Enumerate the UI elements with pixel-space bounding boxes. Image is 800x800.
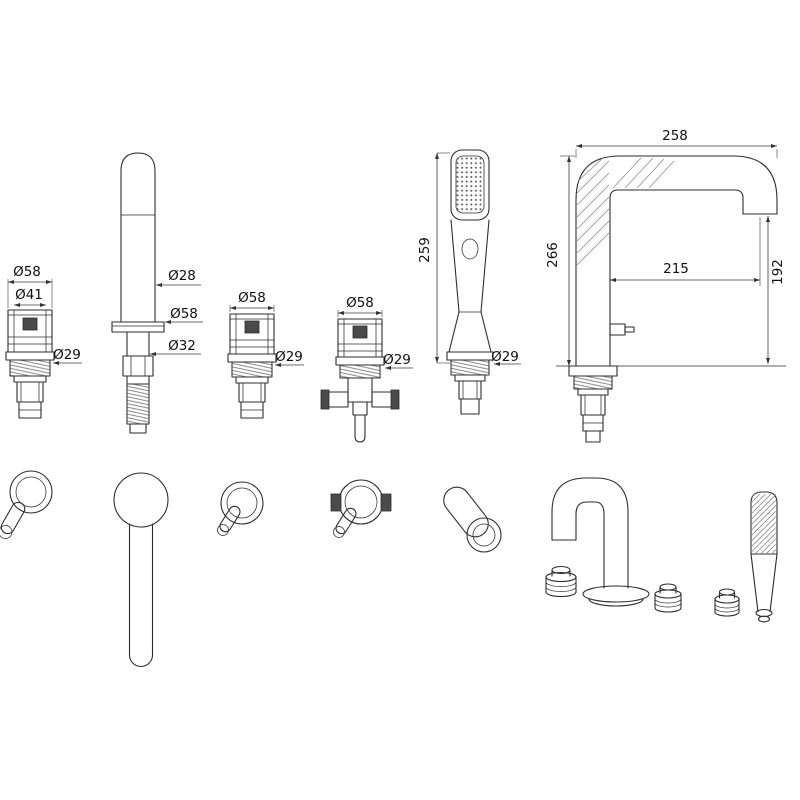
valve-threads — [9, 359, 51, 377]
dim-hand-shower-height: 259 — [417, 237, 433, 263]
diverter-tab-right — [380, 493, 392, 512]
valve-flange — [227, 353, 277, 363]
handle-lever — [0, 501, 26, 535]
valve-cap — [220, 481, 264, 525]
spout-column-elevation: Ø28 Ø58 Ø32 — [111, 152, 203, 434]
valve-top-view — [217, 481, 264, 536]
base-flange-ellipse — [582, 585, 650, 603]
cartridge-stem — [22, 317, 38, 331]
spout-top-view — [113, 472, 169, 667]
valve-threads — [339, 364, 381, 379]
dim-valve-left-shank: Ø29 — [53, 347, 81, 363]
lever-knob — [0, 525, 13, 539]
spout-side-view — [551, 477, 650, 607]
valve-cartridge-side-small-3 — [714, 588, 740, 617]
dim-main-spout-outlet-height: 192 — [770, 259, 786, 285]
diverter-plunger — [354, 414, 366, 443]
hand-shower-holder-top-view — [443, 486, 502, 553]
spout-lever-hub — [609, 323, 626, 336]
valve-body — [7, 309, 53, 353]
valve-body — [229, 313, 275, 355]
diverter-body — [347, 377, 373, 403]
diverter-lever — [335, 507, 357, 535]
holder-socket — [466, 517, 502, 553]
lever-knob — [333, 526, 345, 538]
valve-middle-elevation: Ø58 Ø29 — [227, 290, 304, 419]
spout-base-flange — [568, 365, 618, 377]
shower-head-texture — [752, 494, 776, 553]
diverter-valve-elevation: Ø58 Ø29 — [320, 295, 413, 443]
diverter-cap — [338, 479, 384, 525]
cartridge-stem — [352, 325, 368, 339]
shower-button — [461, 238, 479, 260]
spout-head-circle — [113, 472, 169, 528]
dim-hand-shower-shank: Ø29 — [491, 349, 519, 365]
valve-cartridge-side-small-1 — [545, 565, 577, 598]
valve-lever — [219, 505, 241, 533]
shower-head-profile — [750, 491, 778, 555]
spout-base-threads — [573, 375, 613, 390]
diverter-arm-cap-left — [320, 389, 330, 410]
spout-outline — [575, 155, 778, 367]
dim-diverter-outer: Ø58 — [346, 295, 374, 311]
spout-lever-pin — [624, 326, 635, 333]
holder-flange — [446, 351, 494, 361]
dim-valve-left-inner: Ø41 — [15, 287, 43, 303]
shower-head — [450, 149, 490, 221]
hand-shower-side-view — [750, 491, 778, 623]
diverter-valve-top-view — [330, 479, 392, 538]
dim-valve-left-outer: Ø58 — [13, 264, 41, 280]
dim-valve-mid-outer: Ø58 — [238, 290, 266, 306]
diverter-arm-cap-right — [390, 389, 400, 410]
valve-flange — [5, 351, 55, 361]
dim-spout-tube: Ø28 — [168, 268, 196, 284]
dim-valve-mid-shank: Ø29 — [275, 349, 303, 365]
dim-main-spout-width: 258 — [662, 128, 688, 144]
holder-tube — [443, 486, 489, 538]
dim-spout-flange: Ø58 — [170, 306, 198, 322]
handle-cap — [9, 470, 53, 514]
spout-shank — [126, 331, 150, 357]
spout-outer-profile — [551, 477, 629, 589]
dim-diverter-shank: Ø29 — [383, 352, 411, 368]
valve-flange — [335, 356, 385, 366]
spray-face — [455, 155, 485, 214]
cartridge-stem — [244, 320, 260, 334]
handle-top-view — [0, 470, 53, 539]
valve-left-elevation: Ø58 Ø41 Ø29 — [5, 264, 82, 419]
spout-threads — [126, 383, 150, 425]
valve-threads — [231, 361, 273, 378]
spout-flange — [111, 321, 165, 333]
dim-spout-shank: Ø32 — [168, 338, 196, 354]
hand-shower-elevation: 259 Ø29 — [417, 149, 521, 415]
lever-knob — [217, 524, 229, 536]
dim-main-spout-height: 266 — [545, 242, 561, 268]
dim-main-spout-reach: 215 — [663, 261, 689, 277]
spout-inner-profile — [575, 501, 605, 589]
spout-tube — [120, 152, 156, 323]
diverter-tab-left — [330, 493, 342, 512]
holder-threads — [450, 359, 490, 376]
valve-cartridge-side-small-2 — [654, 583, 682, 613]
spout-nut — [122, 355, 154, 377]
main-spout-elevation: 258 266 215 192 — [545, 128, 786, 443]
